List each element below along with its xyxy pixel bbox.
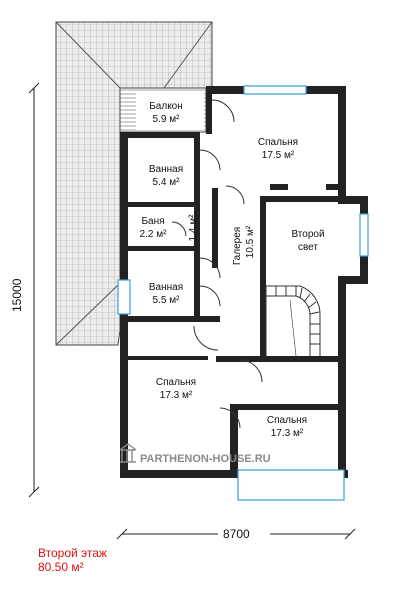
width-dimension-label: 8700 <box>223 527 250 541</box>
balcony-floor <box>136 92 204 130</box>
watermark-text: PARTHENON-HOUSE.RU <box>140 453 271 465</box>
temple-logo-icon <box>119 443 137 463</box>
bedroom-right-area: 17.3 м² <box>271 428 304 439</box>
height-dimension-label: 15000 <box>10 278 24 312</box>
bath-upper-name: Ванная <box>149 164 183 175</box>
balcony-name: Балкон <box>149 101 183 112</box>
sauna-name: Баня <box>141 216 164 227</box>
watermark: PARTHENON-HOUSE.RU <box>119 443 271 465</box>
interior-walls <box>128 86 338 410</box>
roof <box>55 21 213 346</box>
sauna-area: 2.2 м² <box>140 229 168 240</box>
floor-area: 80.50 м² <box>38 560 84 574</box>
bath-lower-area: 5.5 м² <box>153 295 181 306</box>
floor-caption: Второй этаж 80.50 м² <box>38 546 107 574</box>
gallery-area: 10.5 м² <box>245 225 256 258</box>
bedroom-top-area: 17.5 м² <box>262 150 295 161</box>
doors <box>171 99 263 429</box>
balcony-area: 5.9 м² <box>153 114 181 125</box>
windows <box>117 85 369 501</box>
bath-lower-name: Ванная <box>149 282 183 293</box>
second-light-name: Второй <box>291 229 324 240</box>
height-dimension <box>28 82 40 498</box>
bedroom-left-area: 17.3 м² <box>160 390 193 401</box>
bedroom-top-name: Спальня <box>258 137 298 148</box>
staircase <box>265 285 321 357</box>
gallery-name: Галерея <box>232 227 243 265</box>
bedroom-right-name: Спальня <box>267 415 307 426</box>
second-light-name2: свет <box>298 242 318 253</box>
bedroom-left-name: Спальня <box>156 377 196 388</box>
small-room-area: 1.4 м² <box>188 214 199 242</box>
floor-name: Второй этаж <box>38 546 107 560</box>
width-dimension <box>116 528 356 540</box>
bath-upper-area: 5.4 м² <box>153 177 181 188</box>
